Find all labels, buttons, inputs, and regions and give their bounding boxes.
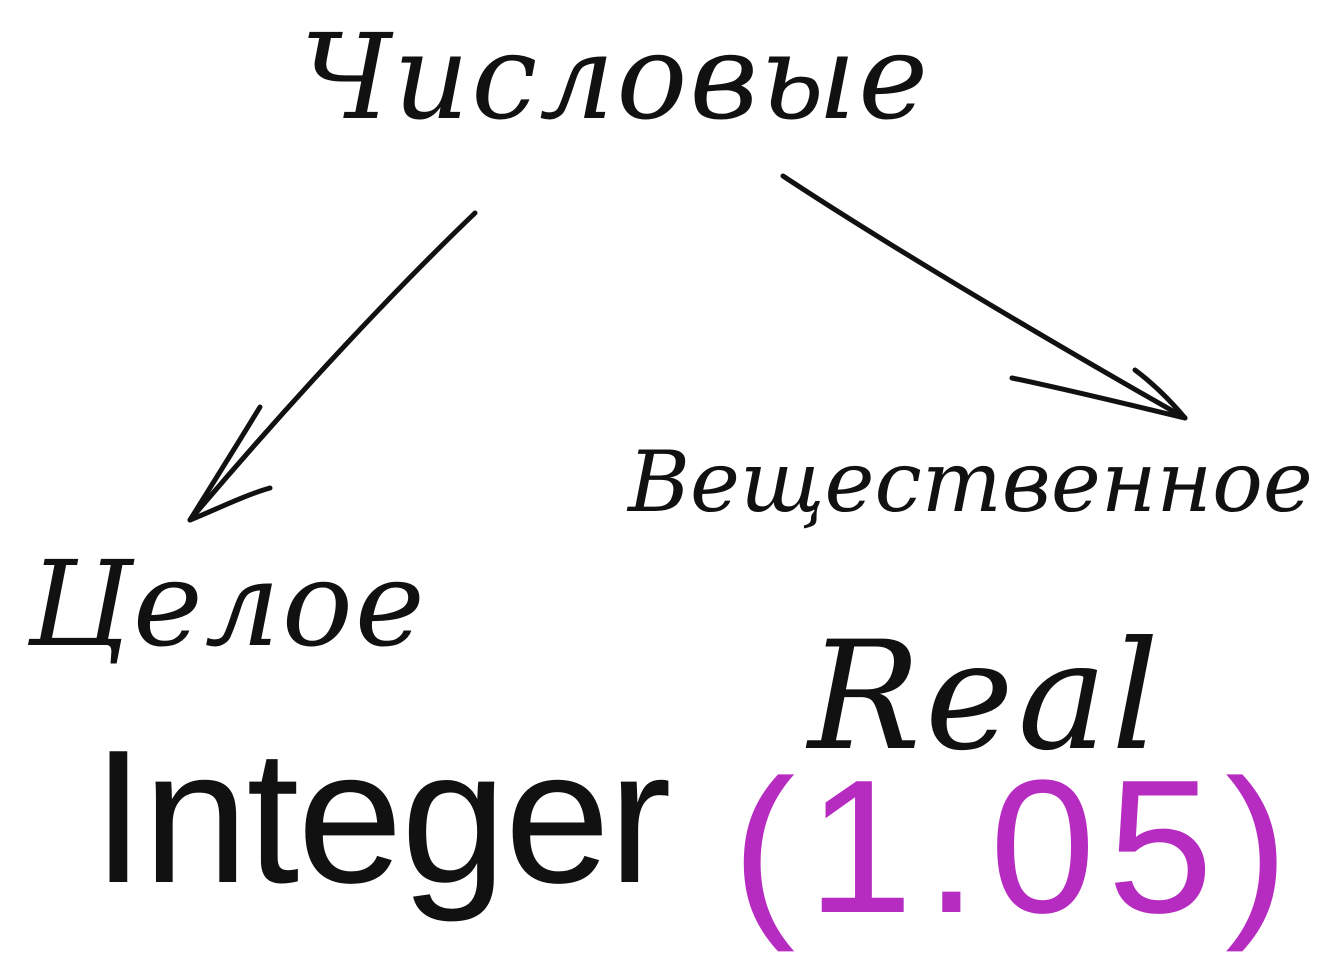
right-node-example: (1.05) bbox=[732, 741, 1301, 953]
right-node-label: Вещественное bbox=[628, 433, 1313, 531]
left-node-label: Целое bbox=[28, 535, 427, 673]
arrow-down-left-icon bbox=[187, 210, 478, 523]
left-node-sublabel: Integer bbox=[92, 711, 672, 923]
arrow-down-right-icon bbox=[780, 173, 1188, 421]
right-node-sublabel: Real bbox=[808, 610, 1164, 784]
root-node-label: Числовые bbox=[300, 8, 931, 146]
